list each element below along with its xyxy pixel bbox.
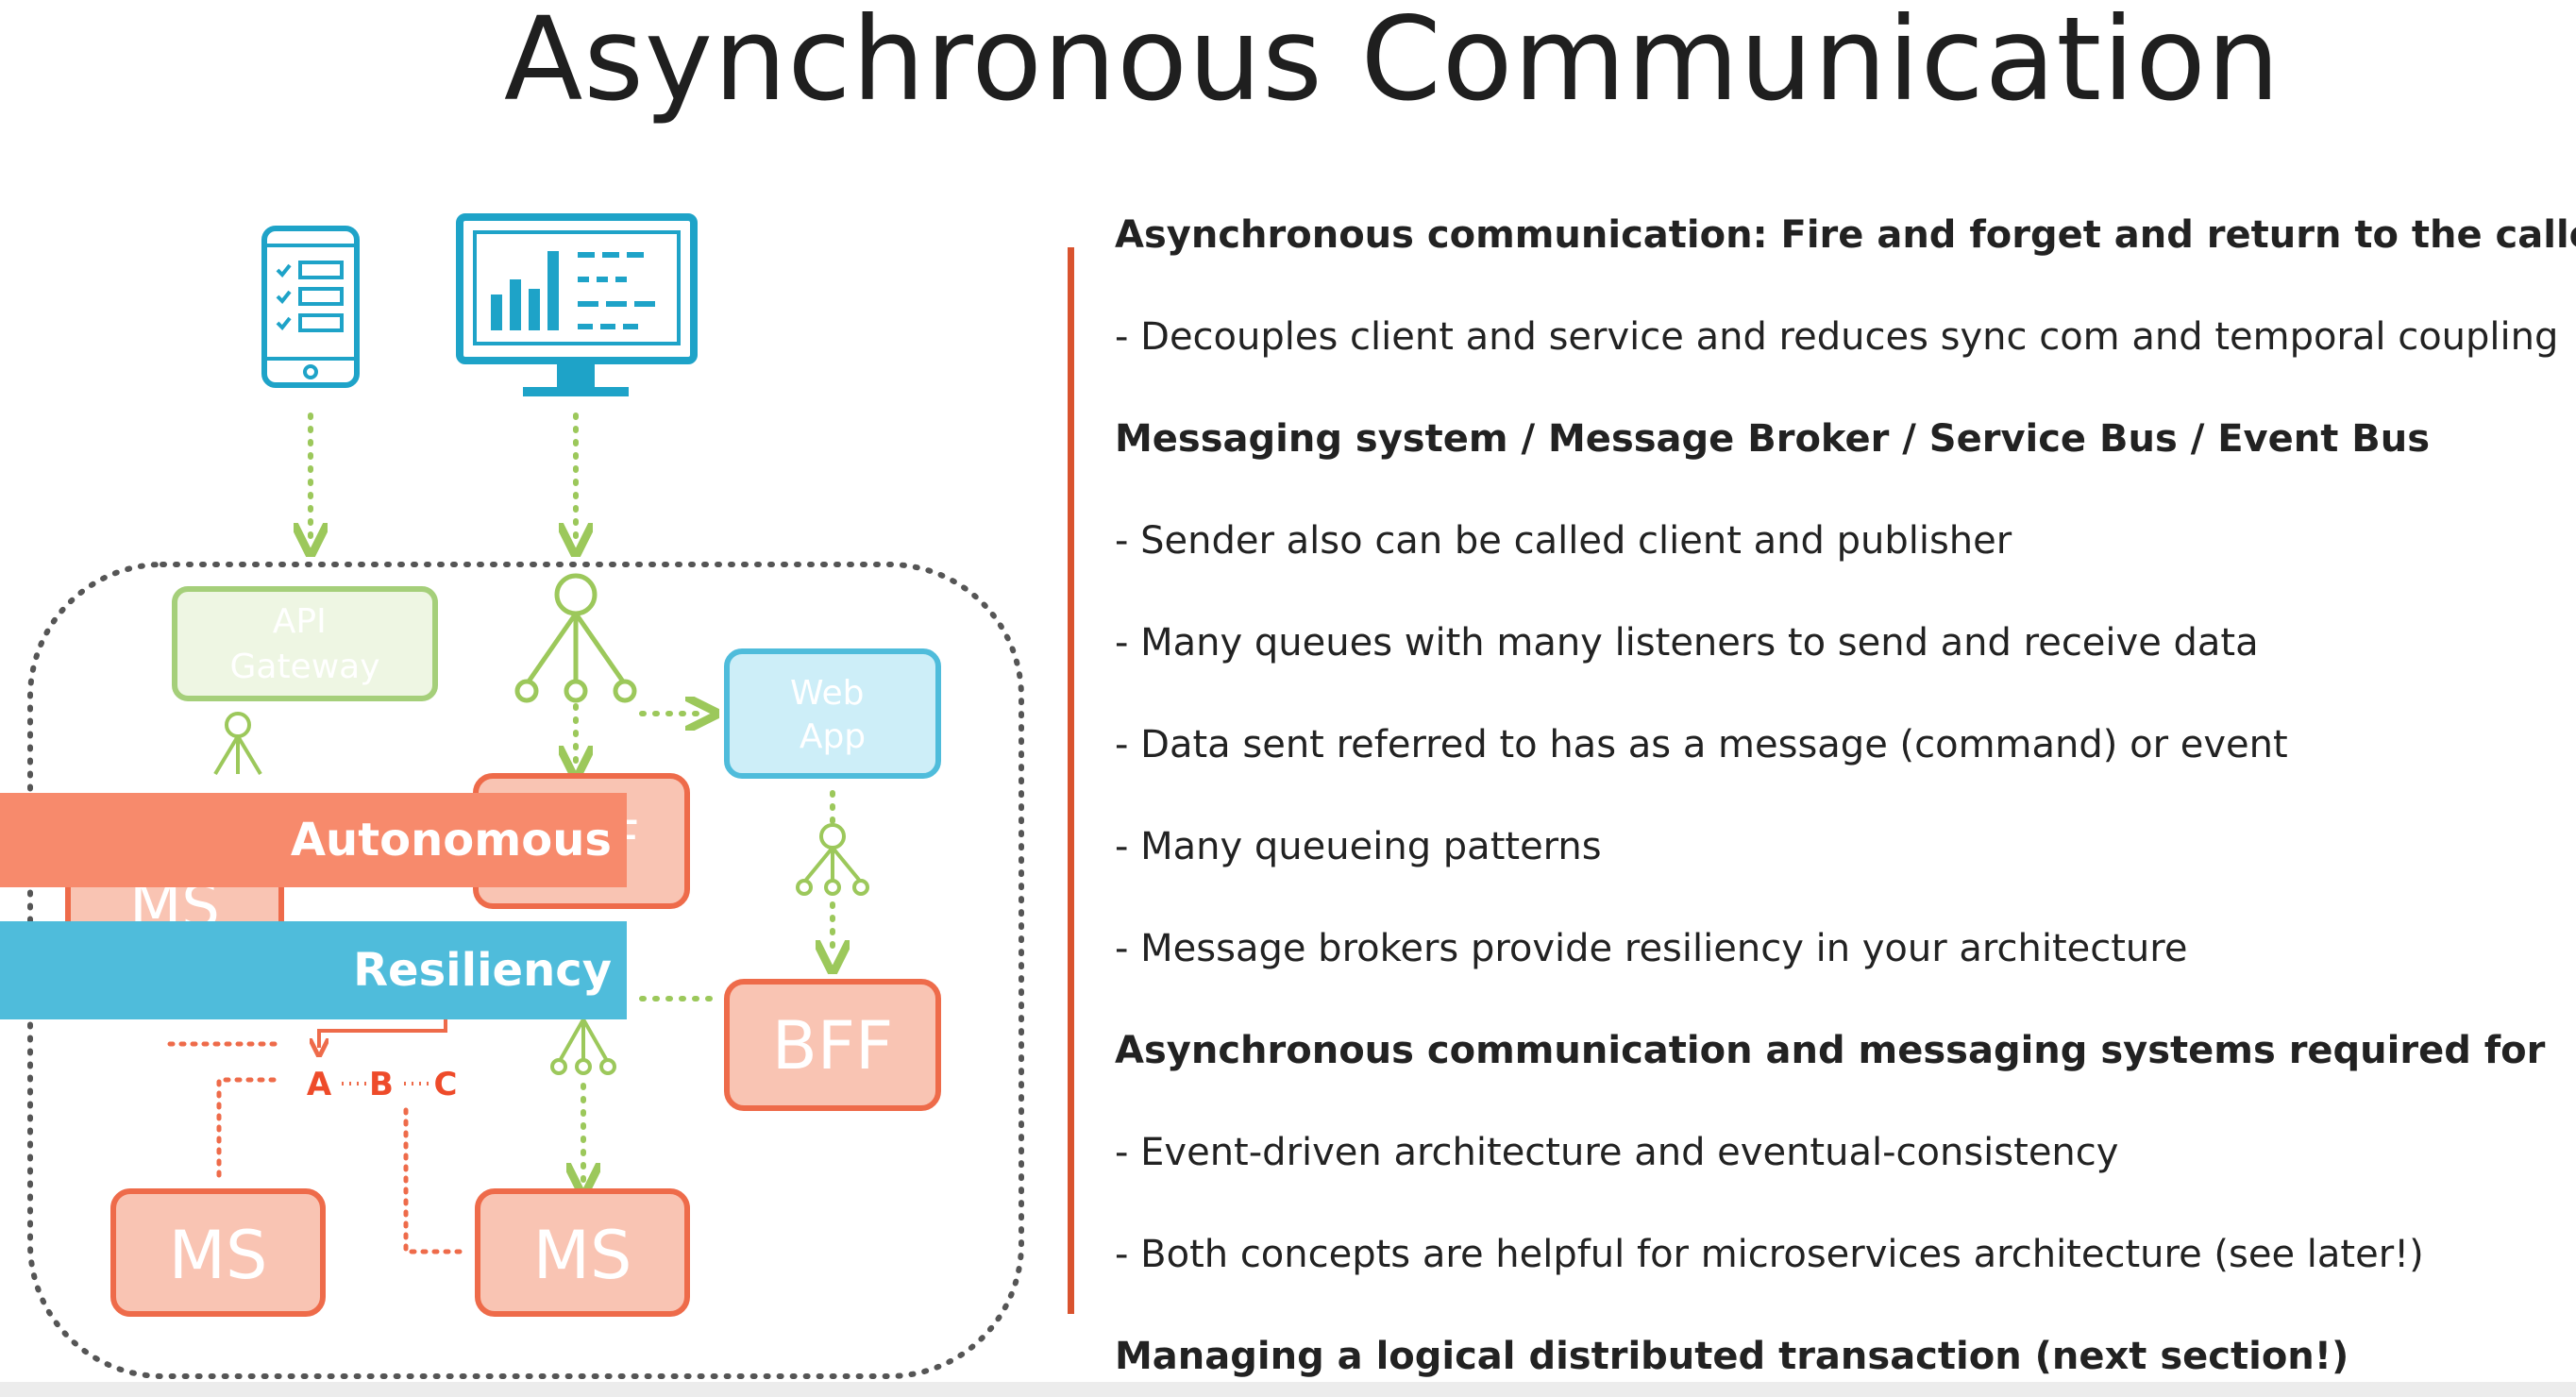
api-gateway-label: API Gateway xyxy=(229,602,379,686)
ms-center-label: MS xyxy=(533,1217,632,1294)
bullet-item: - Both concepts are helpful for microser… xyxy=(1115,1233,2424,1276)
bullet-item: - Many queues with many listeners to sen… xyxy=(1115,621,2259,665)
bullet-item: - Event-driven architecture and eventual… xyxy=(1115,1131,2119,1174)
router-hub-icon xyxy=(514,573,637,703)
bullet-item: - Data sent referred to has as a message… xyxy=(1115,723,2288,766)
bullet-item: - Message brokers provide resiliency in … xyxy=(1115,927,2188,970)
bff-label: BFF xyxy=(772,1007,894,1085)
web-app-label: Web App xyxy=(790,674,875,756)
queue-to-center-ms-line xyxy=(403,1107,471,1254)
bottom-edge xyxy=(0,1382,2576,1397)
ms-center-node xyxy=(475,1188,690,1317)
resiliency-banner xyxy=(0,921,627,1019)
resiliency-banner-label: Resiliency xyxy=(353,944,612,997)
gateway-hub-icon xyxy=(213,712,262,776)
bullet-item: - Sender also can be called client and p… xyxy=(1115,519,2012,563)
architecture-diagram: API Gateway Web App F MS xyxy=(0,213,1024,1379)
page-title: Asynchronous Communication xyxy=(503,0,2281,126)
bff-node xyxy=(724,979,941,1111)
ms-left-node xyxy=(110,1188,326,1317)
section-heading: Messaging system / Message Broker / Serv… xyxy=(1115,417,2431,461)
section-heading: Asynchronous communication and messaging… xyxy=(1115,1029,2546,1072)
queue-to-left-ms-line xyxy=(216,1077,277,1183)
queue-letter-c: C xyxy=(434,1066,458,1103)
queue-letter-a: A xyxy=(307,1066,332,1103)
api-gateway-node xyxy=(172,586,438,701)
bullet-item: - Many queueing patterns xyxy=(1115,825,1602,868)
mobile-device-icon xyxy=(261,226,360,388)
section-heading: Asynchronous communication: Fire and for… xyxy=(1115,213,2576,257)
autonomous-banner xyxy=(0,793,627,887)
bullet-item: - Decouples client and service and reduc… xyxy=(1115,315,2559,359)
web-app-node xyxy=(724,648,941,779)
queue-return-line xyxy=(319,1019,447,1048)
section-heading: Managing a logical distributed transacti… xyxy=(1115,1335,2349,1378)
autonomous-banner-label: Autonomous xyxy=(291,814,612,867)
vertical-divider xyxy=(1068,247,1074,1314)
desktop-monitor-icon xyxy=(456,213,698,396)
queue-letter-b: B xyxy=(369,1066,394,1103)
ms-left-label: MS xyxy=(169,1217,268,1294)
lower-hub-icon xyxy=(550,1018,616,1075)
webapp-hub-icon xyxy=(796,823,869,896)
